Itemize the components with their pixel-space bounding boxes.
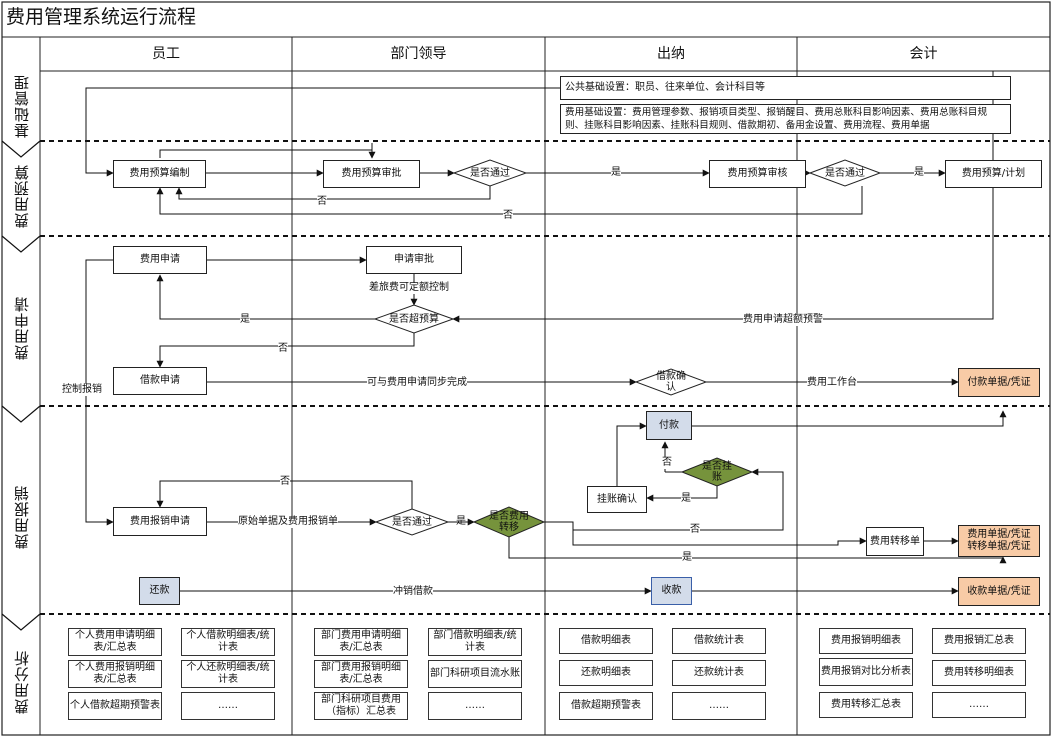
report-emp-2: 个人借款明细表/统计表 — [181, 628, 275, 656]
expense-request-box: 费用申请 — [113, 246, 207, 274]
report-cash-4: 还款统计表 — [672, 660, 766, 686]
report-lead-2: 部门借款明细表/统计表 — [428, 628, 522, 656]
is-transfer-label: 是否费用转移 — [489, 511, 529, 533]
sync-note-label: 可与费用申请同步完成 — [367, 377, 467, 389]
request-approval-box: 申请审批 — [366, 246, 462, 274]
budget-review-box: 费用预算审核 — [709, 160, 806, 188]
conn-basic-to-compile — [85, 87, 560, 177]
workbench-label: 费用工作台 — [807, 377, 857, 389]
report-acct-5: 费用转移汇总表 — [819, 692, 913, 718]
stage-budget: 费用预算 — [2, 155, 40, 236]
budget-yes1-label: 是 — [611, 167, 621, 179]
lane-header-cashier: 出纳 — [657, 46, 685, 62]
budget-approve-box: 费用预算审批 — [323, 160, 420, 188]
payment-voucher-box: 付款单据/凭证 — [958, 368, 1040, 397]
report-lead-5: 部门科研项目费用（指标）汇总表 — [314, 692, 408, 720]
lane-header-leader: 部门领导 — [390, 46, 447, 62]
hang-confirm-box: 挂账确认 — [587, 486, 647, 513]
pay-box: 付款 — [646, 411, 692, 440]
conn-transfer-no — [544, 468, 784, 531]
original-docs-label: 原始单据及费用报销单 — [238, 516, 338, 528]
over-budget-no-label: 否 — [278, 343, 288, 355]
report-cash-3: 还款明细表 — [559, 660, 653, 686]
stage-budget-label: 费用预算 — [12, 163, 31, 228]
stage-basic-label: 基础管理 — [12, 74, 31, 138]
public-settings-box: 公共基础设置：职员、往来单位、会计科目等 — [560, 76, 1011, 100]
budget-plan-box: 费用预算/计划 — [945, 160, 1042, 188]
over-budget-yes-label: 是 — [240, 314, 250, 326]
budget-no1-label: 否 — [317, 196, 327, 208]
over-budget-label: 是否超预算 — [389, 313, 439, 325]
control-reimb-label: 控制报销 — [62, 384, 102, 396]
report-acct-3: 费用报销对比分析表 — [819, 658, 913, 686]
report-emp-3: 个人费用报销明细表/汇总表 — [68, 660, 162, 688]
transfer-no-label: 否 — [690, 524, 700, 536]
report-emp-4: 个人还款明细表/统计表 — [181, 660, 275, 688]
conn-basic-to-approve-b — [159, 149, 376, 159]
transfer-voucher-box: 费用单据/凭证转移单据/凭证 — [958, 525, 1040, 557]
report-cash-6: …… — [672, 692, 766, 720]
budget-yes2-label: 是 — [914, 167, 924, 179]
report-lead-4: 部门科研项目流水账 — [428, 660, 522, 688]
stage-chevrons — [1, 140, 41, 631]
diagram-title: 费用管理系统运行流程 — [6, 6, 197, 28]
reimb-pass-label: 是否通过 — [392, 516, 432, 528]
report-cash-1: 借款明细表 — [559, 628, 653, 654]
conn-hangconfirm-pay — [616, 422, 647, 486]
report-cash-5: 借款超期预警表 — [559, 692, 653, 720]
conn-pass1-no — [175, 186, 491, 200]
hang-no-label: 否 — [662, 457, 672, 469]
stage-apply: 费用申请 — [2, 250, 40, 406]
report-cash-2: 借款统计表 — [672, 628, 766, 654]
report-lead-6: …… — [428, 692, 522, 720]
transfer-doc-box: 费用转移单 — [866, 527, 924, 556]
repay-box: 还款 — [139, 577, 180, 605]
report-acct-2: 费用报销汇总表 — [932, 628, 1026, 654]
stage-separators — [40, 140, 1050, 615]
stage-reimb-label: 费用报销 — [12, 485, 31, 549]
report-acct-4: 费用转移明细表 — [932, 660, 1026, 686]
report-lead-3: 部门费用报销明细表/汇总表 — [314, 660, 408, 688]
lane-header-employee: 员工 — [152, 46, 180, 62]
report-emp-1: 个人费用申请明细表/汇总表 — [68, 628, 162, 656]
receive-box: 收款 — [651, 577, 692, 605]
budget-pass1-label: 是否通过 — [470, 167, 510, 179]
reimb-no-label: 否 — [280, 476, 290, 488]
report-acct-1: 费用报销明细表 — [819, 628, 913, 654]
budget-compile-box: 费用预算编制 — [113, 160, 206, 188]
hang-yes-label: 是 — [681, 493, 691, 505]
report-emp-5: 个人借款超期预警表 — [68, 692, 162, 720]
conn-overbudget-yes — [156, 274, 375, 320]
travel-quota-note: 差旅费可定额控制 — [369, 282, 449, 294]
stage-basic: 基础管理 — [2, 71, 40, 141]
expense-settings-box: 费用基础设置：费用管理参数、报销项目类型、报销醒目、费用总账科目影响因素、费用总… — [560, 104, 1011, 134]
loan-confirm-label: 借款确认 — [656, 371, 686, 393]
receipt-voucher-box: 收款单据/凭证 — [958, 577, 1040, 606]
conn-transfer-to-doc — [544, 521, 867, 546]
over-limit-warning-label: 费用申请超额预警 — [743, 314, 823, 326]
reimb-claim-box: 费用报销申请 — [113, 507, 207, 536]
conn-hang-yes — [646, 486, 718, 502]
conn-pay-voucher — [692, 410, 1007, 427]
stage-analysis-label: 费用分析 — [12, 649, 31, 714]
stage-reimb: 费用报销 — [2, 420, 40, 614]
offset-loan-label: 冲销借款 — [393, 586, 433, 598]
reimb-pass-yes-label: 是 — [456, 516, 466, 527]
is-hang-label: 是否挂账 — [702, 461, 732, 483]
report-lead-1: 部门费用申请明细表/汇总表 — [314, 628, 408, 656]
budget-pass2-label: 是否通过 — [825, 167, 865, 179]
report-acct-6: …… — [932, 692, 1026, 718]
transfer-yes-label: 是 — [682, 552, 692, 564]
conn-warning — [452, 71, 994, 323]
stage-analysis: 费用分析 — [2, 628, 40, 735]
budget-no2-label: 否 — [503, 210, 513, 222]
stage-apply-label: 费用申请 — [12, 296, 31, 360]
report-emp-6: …… — [181, 692, 275, 720]
conn-transfer-yes — [508, 537, 1007, 564]
lane-header-accountant: 会计 — [909, 46, 938, 62]
loan-request-box: 借款申请 — [113, 367, 207, 395]
